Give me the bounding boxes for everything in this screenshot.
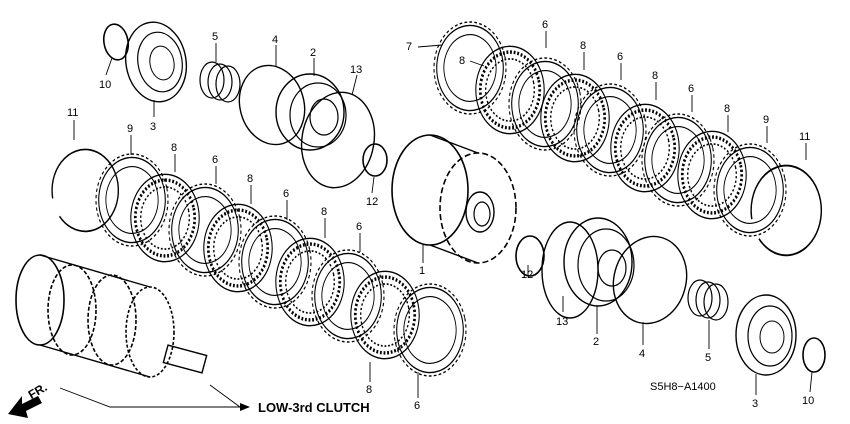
callout-6: 6: [283, 188, 289, 200]
piston-icon: [275, 73, 347, 151]
callout-labels: 10 3 5 4 2 13 7 8 6 8 6 8 6 8 9 11 11 9 …: [67, 19, 814, 412]
figure-code: S5H8−A1400: [650, 381, 716, 393]
leader-lines: [73, 31, 813, 398]
callout-2: 2: [310, 47, 316, 59]
callout-8: 8: [724, 103, 730, 115]
clutch-stack-upper: [425, 10, 823, 257]
callout-4: 4: [272, 34, 278, 46]
callout-1: 1: [419, 265, 425, 277]
callout-3: 3: [752, 398, 758, 410]
callout-8: 8: [459, 55, 465, 67]
gear-shaft-icon: [15, 254, 208, 378]
end-plate-icon: [124, 21, 188, 103]
callout-9: 9: [763, 114, 769, 126]
callout-2: 2: [593, 336, 599, 348]
callout-6: 6: [414, 400, 420, 412]
callout-8: 8: [366, 384, 372, 396]
assembly-label: LOW-3rd CLUTCH: [258, 400, 370, 415]
callout-6: 6: [356, 221, 362, 233]
callout-4: 4: [639, 348, 645, 360]
end-plate-icon: [735, 294, 797, 376]
snap-ring-icon: [802, 337, 826, 373]
o-ring-icon: [300, 91, 388, 189]
piston-icon: [563, 217, 635, 307]
wave-spring-icon: [199, 61, 241, 103]
callout-13: 13: [556, 316, 568, 328]
callout-6: 6: [617, 51, 623, 63]
callout-10: 10: [99, 79, 111, 91]
callout-12: 12: [521, 269, 533, 281]
bracket-arrowhead: [240, 403, 250, 411]
callout-7: 7: [406, 41, 412, 53]
callout-11: 11: [799, 131, 810, 143]
clutch-drum-icon: [391, 134, 517, 264]
callout-6: 6: [688, 83, 694, 95]
callout-3: 3: [150, 121, 156, 133]
callout-8: 8: [652, 70, 658, 82]
callout-10: 10: [802, 395, 814, 407]
callout-5: 5: [705, 352, 711, 364]
snap-ring-icon: [102, 23, 130, 61]
callout-8: 8: [580, 40, 586, 52]
snap-ring-icon: [612, 235, 688, 325]
o-ring-icon: [515, 235, 545, 277]
callout-13: 13: [350, 64, 362, 76]
callout-8: 8: [247, 173, 253, 185]
o-ring-icon: [541, 221, 599, 319]
callout-6: 6: [212, 154, 218, 166]
callout-5: 5: [212, 31, 218, 43]
front-arrow-icon: [8, 396, 42, 418]
callout-12: 12: [366, 196, 378, 208]
callout-9: 9: [127, 123, 133, 135]
callout-6: 6: [542, 19, 548, 31]
wave-spring-icon: [687, 279, 729, 321]
callout-8: 8: [171, 142, 177, 154]
callout-11: 11: [67, 107, 78, 119]
snap-ring-icon: [238, 64, 306, 146]
callout-8: 8: [321, 206, 327, 218]
clutch-stack-lower: [51, 142, 475, 388]
assembly-bracket: [59, 387, 240, 408]
